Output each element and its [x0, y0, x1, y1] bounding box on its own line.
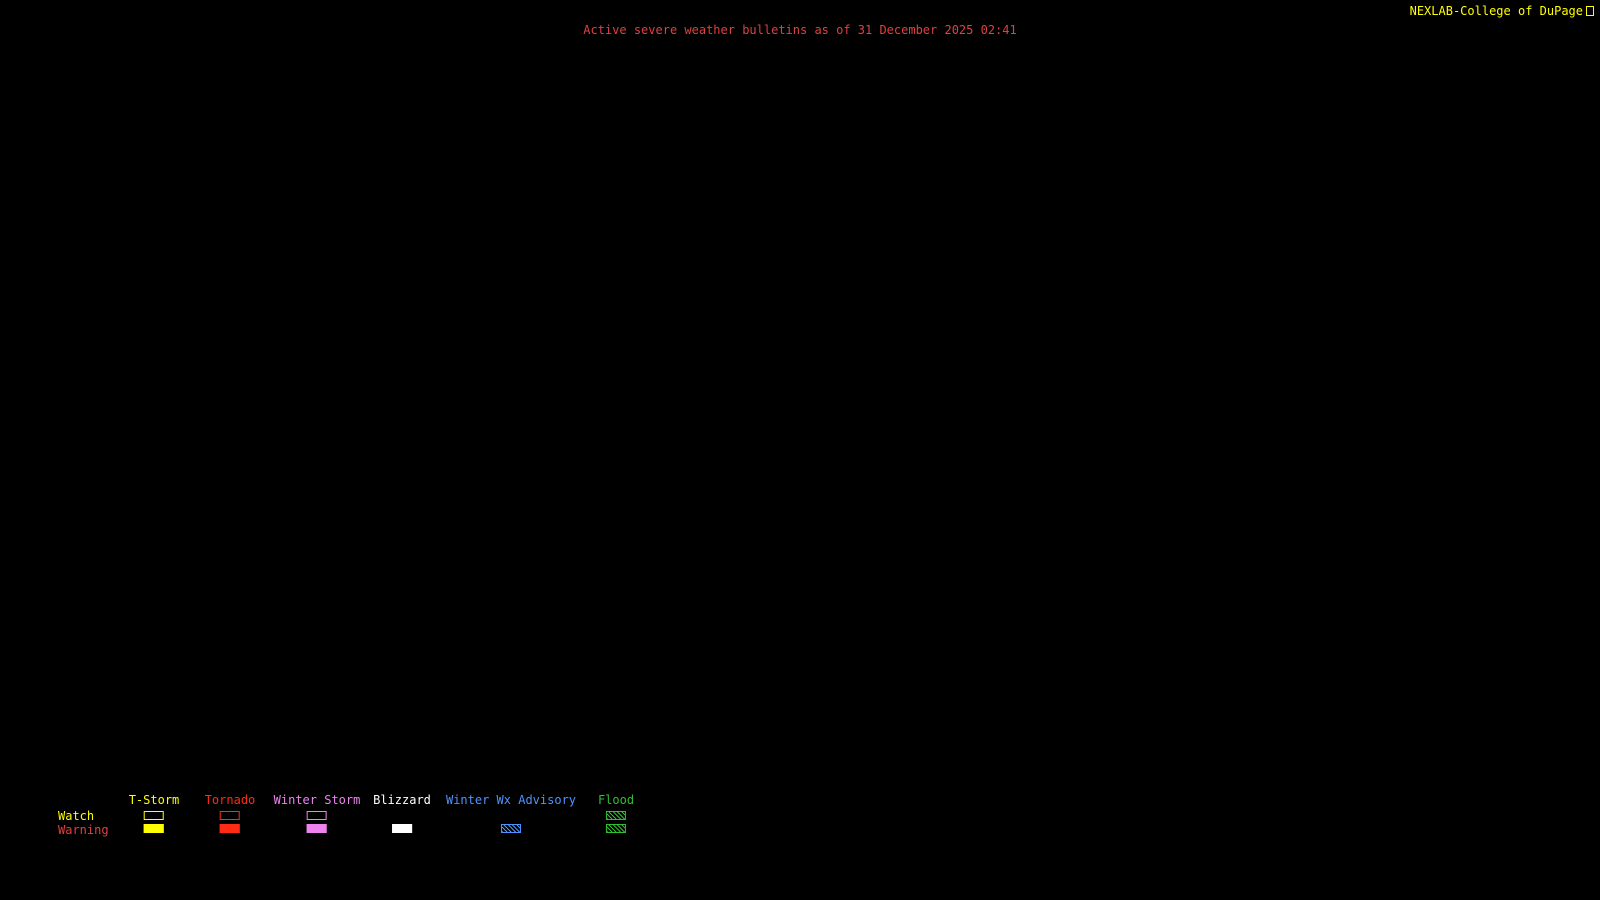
legend-row-label-watch: Watch	[58, 809, 95, 823]
legend-column-label: Blizzard	[373, 793, 431, 807]
brand: NEXLAB-College of DuPage	[1410, 4, 1594, 18]
unknown-glyph-icon	[1586, 6, 1594, 16]
legend-column-winter-wx-advisory: Winter Wx Advisory	[446, 793, 576, 833]
warning-swatch	[143, 824, 164, 833]
watch-swatch	[219, 811, 240, 820]
legend: Watch Warning T-Storm Tornado Winter Sto…	[0, 793, 1600, 853]
legend-column-label: T-Storm	[128, 793, 180, 807]
brand-text: NEXLAB-College of DuPage	[1409, 4, 1583, 18]
watch-swatch	[306, 811, 327, 820]
warning-swatch	[391, 824, 412, 833]
warning-swatch	[606, 824, 626, 833]
legend-column-label: Flood	[597, 793, 635, 807]
watch-swatch	[143, 811, 164, 820]
warning-swatch	[219, 824, 240, 833]
legend-column-tornado: Tornado	[204, 793, 256, 833]
legend-column-label: Tornado	[204, 793, 256, 807]
watch-swatch	[606, 811, 626, 820]
legend-column-label: Winter Storm	[273, 793, 361, 807]
warning-swatch	[500, 824, 521, 833]
warning-swatch	[306, 824, 327, 833]
legend-column-tstorm: T-Storm	[128, 793, 180, 833]
legend-column-flood: Flood	[598, 793, 634, 833]
legend-row-label-warning: Warning	[58, 823, 109, 837]
legend-column-winter-storm: Winter Storm	[273, 793, 361, 833]
legend-column-blizzard: Blizzard	[373, 793, 431, 833]
legend-column-label: Winter Wx Advisory	[445, 793, 577, 807]
page-title: Active severe weather bulletins as of 31…	[583, 23, 1017, 37]
